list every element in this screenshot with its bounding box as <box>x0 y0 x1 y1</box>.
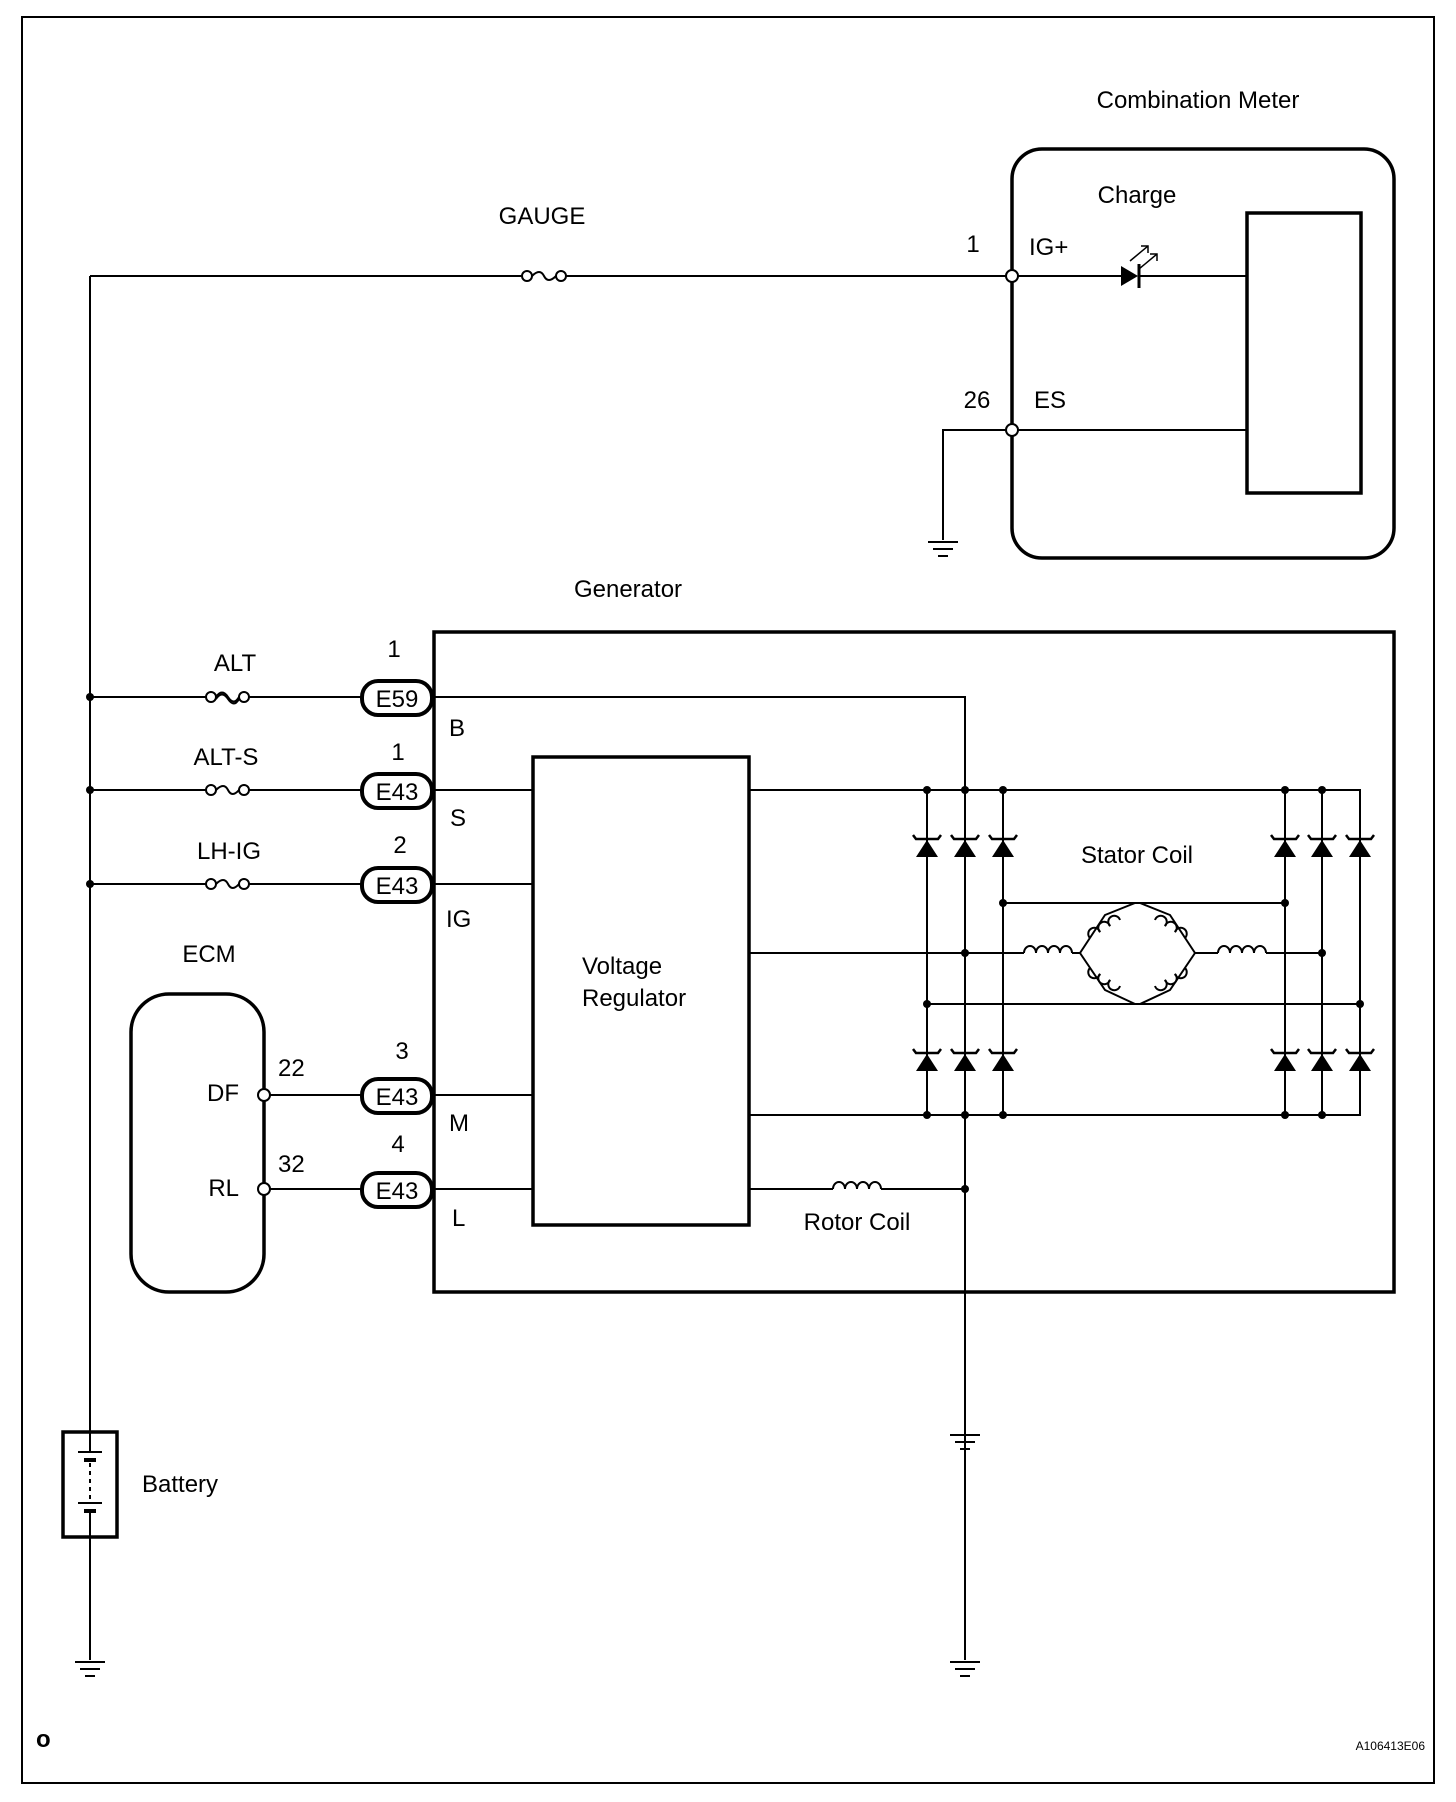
s-terminal-label: S <box>450 805 466 832</box>
df-pin-number: 22 <box>278 1055 305 1082</box>
combination-meter-box <box>1010 147 1396 560</box>
connector-e43-ig-label: E43 <box>376 873 419 900</box>
diagram-frame <box>21 16 1435 1784</box>
charge-warning-led-icon <box>1121 245 1158 288</box>
alt-s-fuse <box>205 784 250 796</box>
figure-id: A106413E06 <box>1356 1739 1426 1753</box>
alt-s-fuse-label: ALT-S <box>194 744 259 771</box>
es-ground-wire <box>942 429 1006 540</box>
ig-plus-terminal-label: IG+ <box>1029 234 1068 261</box>
meter-ground-icon <box>928 541 958 557</box>
df-terminal-label: DF <box>207 1080 239 1107</box>
rotor-coil-label: Rotor Coil <box>804 1209 911 1236</box>
stator-coil-label: Stator Coil <box>1081 842 1193 869</box>
ig-plus-pin-number: 1 <box>966 231 979 258</box>
b-pin-number: 1 <box>387 636 400 663</box>
connector-e43-s-label: E43 <box>376 779 419 806</box>
rectifier-diode-icon <box>950 834 980 857</box>
generator-label: Generator <box>574 576 682 603</box>
rectifier-diode-icon <box>912 1048 942 1071</box>
ecm-label: ECM <box>182 941 235 968</box>
connector-e43-l-label: E43 <box>376 1178 419 1205</box>
combination-meter-label: Combination Meter <box>1097 87 1300 114</box>
df-terminal <box>257 1088 271 1102</box>
rectifier-diode-icon <box>1307 1048 1337 1071</box>
m-terminal-label: M <box>449 1110 469 1137</box>
voltage-regulator-label-line2: Regulator <box>582 985 686 1012</box>
alt-fuse-label: ALT <box>214 650 257 677</box>
rectifier-diode-icon <box>1345 834 1375 857</box>
battery-ground-icon <box>75 1661 105 1677</box>
b-terminal-wire <box>432 696 966 1433</box>
es-terminal-label: ES <box>1034 387 1066 414</box>
rl-terminal <box>257 1182 271 1196</box>
s-pin-number: 1 <box>391 739 404 766</box>
stator-coil-icon <box>1003 902 1322 1005</box>
lh-ig-fuse <box>205 878 250 890</box>
lh-ig-fuse-label: LH-IG <box>197 838 261 865</box>
generator-lower-ground-icon <box>950 1661 980 1677</box>
connector-e43-m-label: E43 <box>376 1084 419 1111</box>
ig-pin-number: 2 <box>393 832 406 859</box>
footer-left-mark: o <box>36 1726 51 1753</box>
gauge-fuse <box>521 270 567 282</box>
ig-plus-terminal <box>1005 269 1019 283</box>
battery-label: Battery <box>142 1471 218 1498</box>
alt-fuse <box>205 691 250 705</box>
voltage-regulator-box <box>531 755 751 1227</box>
ig-terminal-label: IG <box>446 906 471 933</box>
rectifier-diodes <box>912 834 1375 1071</box>
charge-label: Charge <box>1098 182 1177 209</box>
gauge-fuse-label: GAUGE <box>499 203 586 230</box>
rl-pin-number: 32 <box>278 1151 305 1178</box>
rectifier-diode-icon <box>1270 834 1300 857</box>
rectifier-diode-icon <box>988 834 1018 857</box>
b-terminal-label: B <box>449 715 465 742</box>
l-terminal-label: L <box>452 1205 465 1232</box>
rotor-coil-icon <box>832 1181 882 1190</box>
rl-terminal-label: RL <box>208 1175 239 1202</box>
voltage-regulator-label-line1: Voltage <box>582 953 662 980</box>
battery-cells-icon <box>78 1432 102 1537</box>
es-terminal <box>1005 423 1019 437</box>
es-pin-number: 26 <box>964 387 991 414</box>
rectifier-diode-icon <box>912 834 942 857</box>
generator-box <box>432 630 1396 1294</box>
rectifier-diode-icon <box>988 1048 1018 1071</box>
rectifier-diode-icon <box>1307 834 1337 857</box>
m-pin-number: 3 <box>395 1038 408 1065</box>
rectifier-diode-icon <box>950 1048 980 1071</box>
l-pin-number: 4 <box>391 1131 404 1158</box>
rectifier-diode-icon <box>1345 1048 1375 1071</box>
meter-circuit-block <box>1245 211 1363 495</box>
ecm-box <box>129 992 266 1294</box>
rectifier-diode-icon <box>1270 1048 1300 1071</box>
connector-e59-label: E59 <box>376 686 419 713</box>
